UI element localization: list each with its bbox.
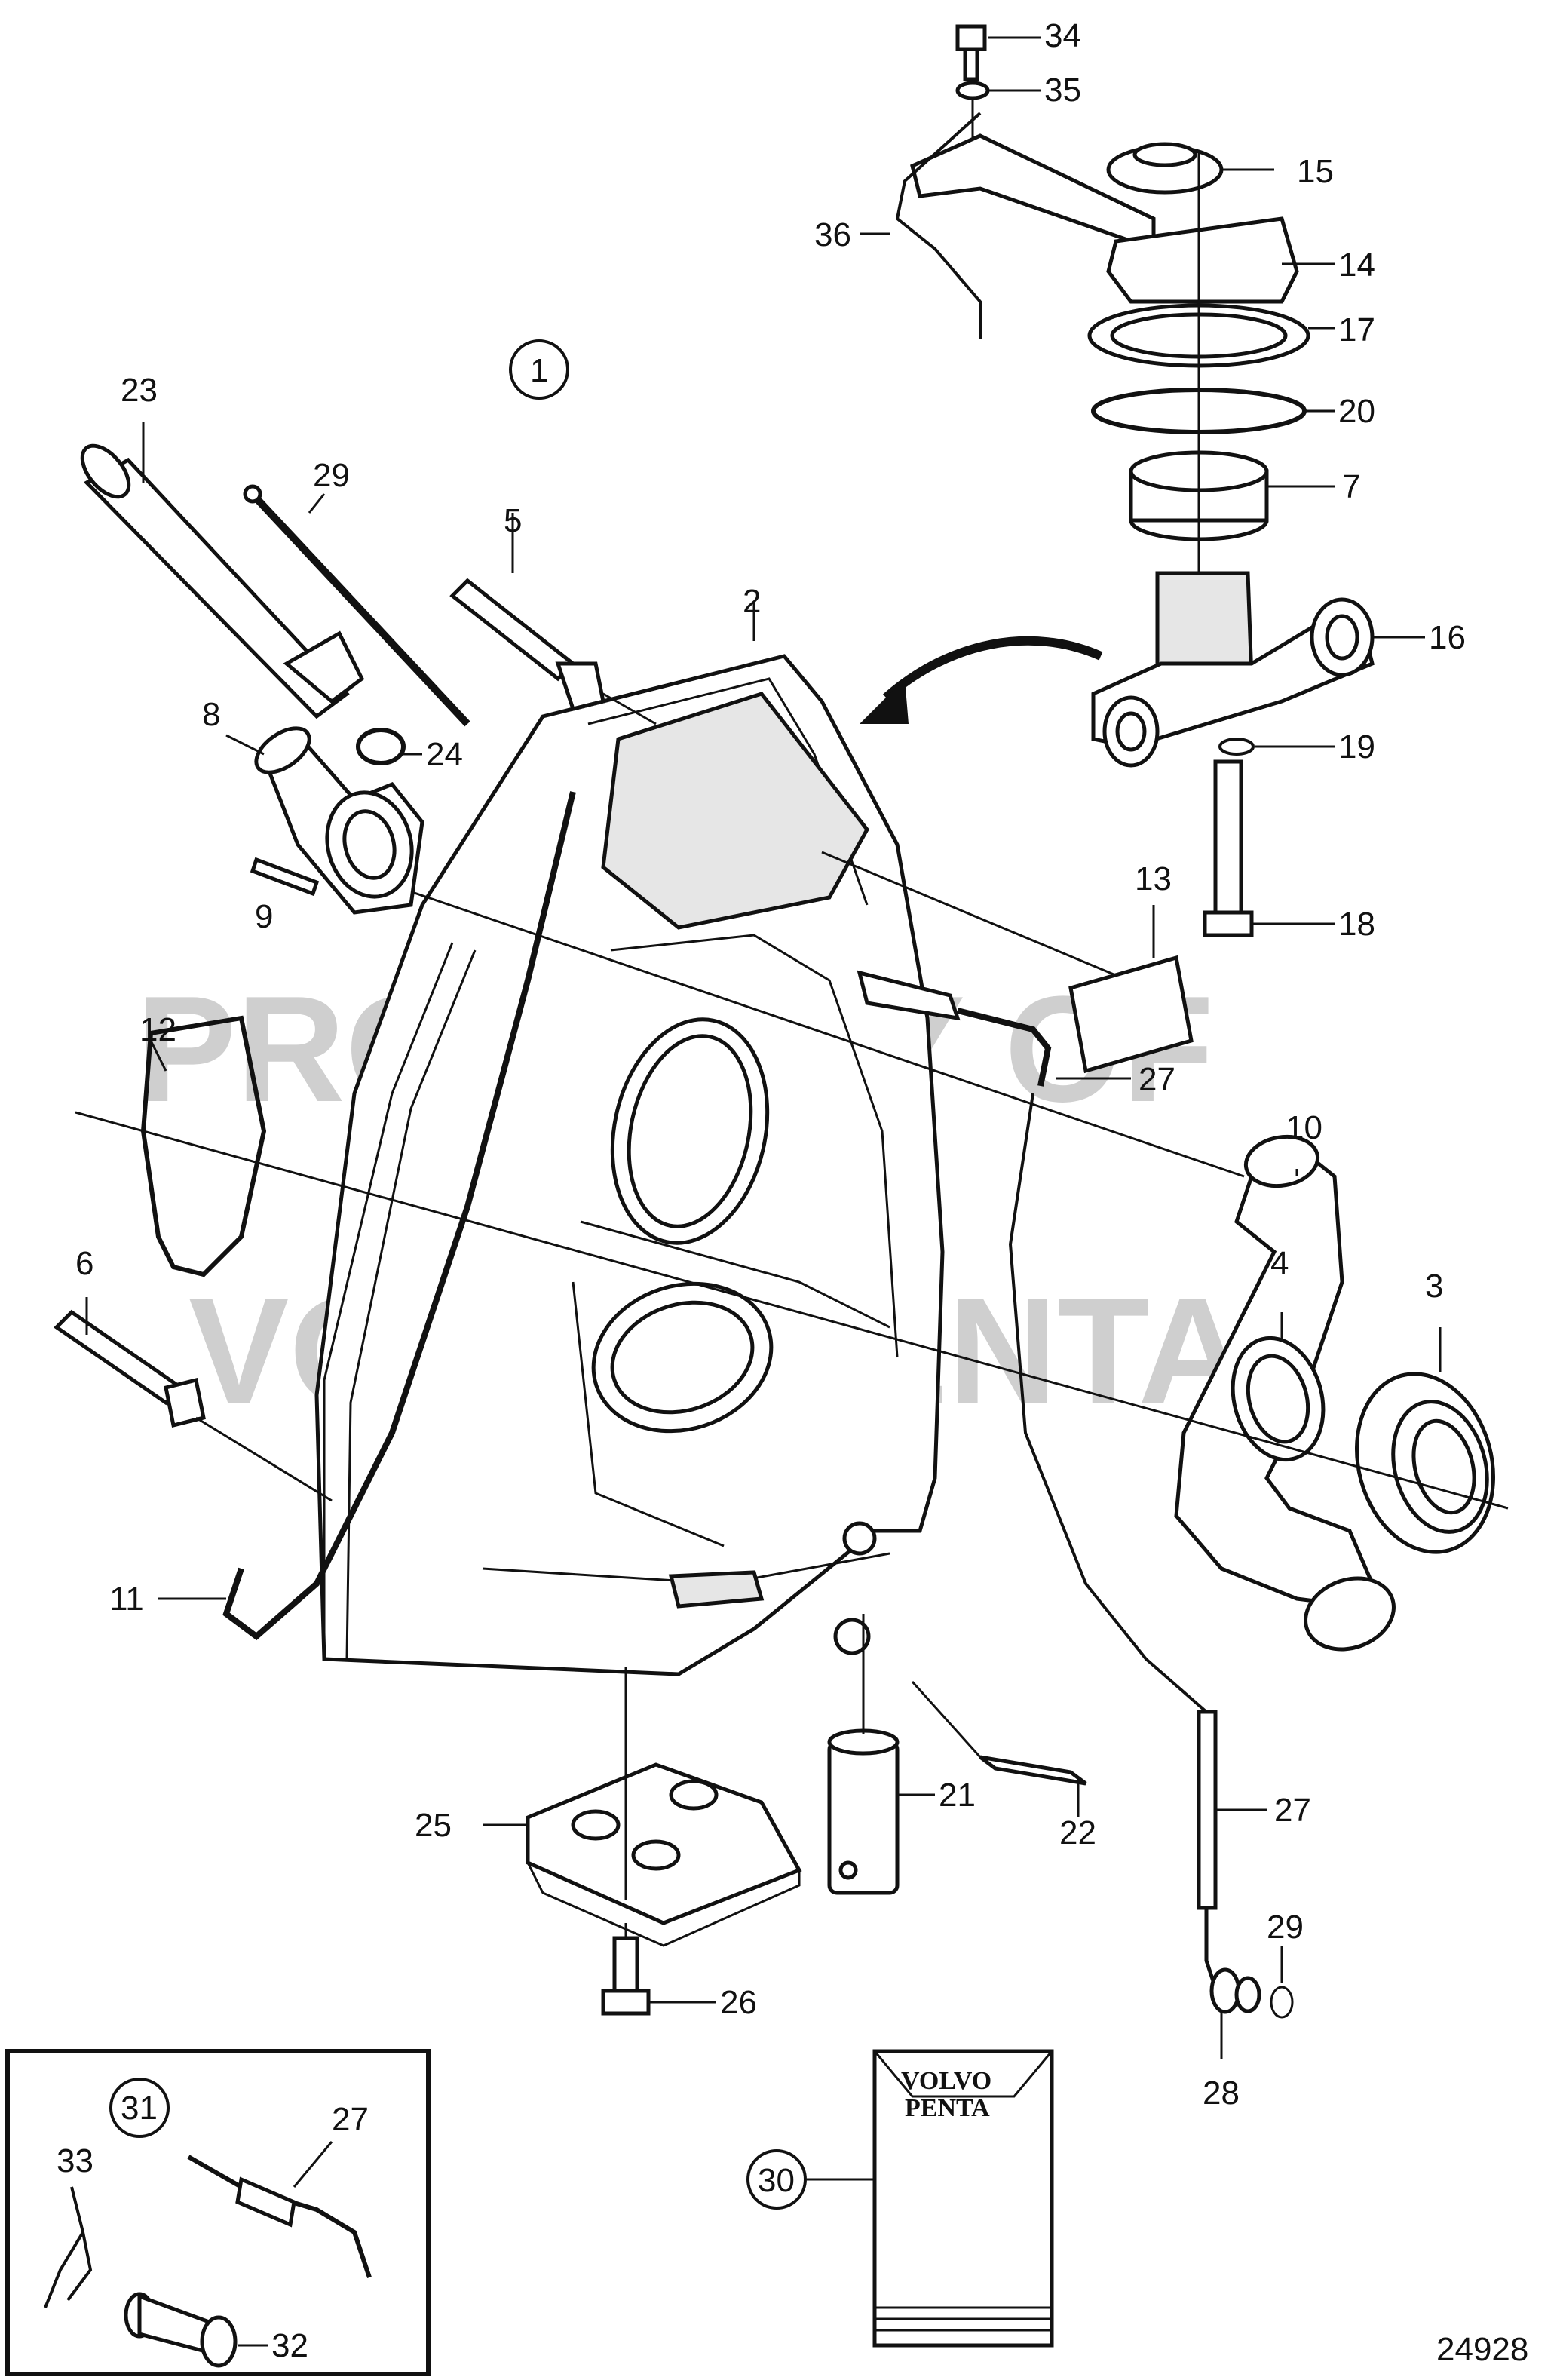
gasket-kit-30: 30 VOLVO PENTA: [746, 2049, 1054, 2348]
screw-34: [955, 24, 987, 51]
label-26: 26: [720, 1984, 757, 2021]
label-15: 15: [1297, 153, 1334, 190]
seal-ring-4: [1231, 1336, 1326, 1462]
wire-27: [1008, 1093, 1208, 1713]
steering-housing-14: [1106, 216, 1299, 304]
label-27-upper: 27: [1139, 1061, 1175, 1098]
label-30: 30: [758, 2162, 795, 2199]
exhaust-bellows-ring-upper: [610, 1017, 770, 1245]
label-2: 2: [743, 583, 761, 620]
inset-box: 31 27 33 32: [5, 2049, 431, 2376]
label-22: 22: [1059, 1814, 1096, 1851]
bolt-18: [1203, 759, 1254, 937]
axis-line-hose: [339, 866, 1245, 1178]
kit-brand-penta: PENTA: [905, 2094, 990, 2122]
label-29-lower: 29: [1267, 1909, 1304, 1946]
tube-27: [1197, 1710, 1218, 1910]
drawing-number: 24928: [1436, 2331, 1528, 2368]
washer-35: [955, 81, 990, 100]
label-33: 33: [57, 2142, 93, 2179]
label-36: 36: [814, 216, 851, 253]
label-1: 1: [530, 352, 548, 389]
label-24: 24: [426, 736, 463, 773]
part-labels: 34 35 15 36 14 17 20 7 16 19 18 1 23 29 …: [75, 17, 1466, 2112]
direction-arrow: [883, 636, 1103, 701]
bearing-3: [1355, 1372, 1495, 1554]
upper-steering-assembly: [860, 24, 1375, 937]
label-21: 21: [939, 1777, 976, 1814]
exhaust-bellows-ring-lower: [591, 1281, 774, 1434]
clip-33: [44, 2186, 93, 2308]
label-23: 23: [121, 372, 158, 409]
water-fitting-8: [254, 726, 424, 915]
label-31: 31: [121, 2090, 158, 2127]
steering-yoke-16: [1091, 571, 1375, 768]
label-10: 10: [1286, 1109, 1322, 1146]
label-17: 17: [1338, 311, 1375, 348]
label-34: 34: [1044, 17, 1081, 54]
label-14: 14: [1338, 247, 1375, 284]
label-27-lower: 27: [1274, 1792, 1311, 1829]
label-32: 32: [271, 2327, 308, 2364]
direction-arrowhead: [860, 679, 909, 724]
hose-end: [1304, 1576, 1396, 1652]
plug-32: [124, 2292, 238, 2368]
gasket-12: [140, 1015, 267, 1277]
label-12: 12: [139, 1011, 176, 1048]
label-11: 11: [109, 1581, 144, 1618]
label-29-upper: 29: [313, 457, 350, 494]
cotter-pin-22: [979, 1755, 1087, 1786]
kit-brand-volvo: VOLVO: [901, 2067, 991, 2095]
label-20: 20: [1338, 393, 1375, 430]
axis-line: [75, 1111, 1509, 1510]
water-hose-11: [222, 791, 576, 1641]
screw-26: [601, 1667, 651, 2016]
label-35: 35: [1044, 72, 1081, 109]
label-5: 5: [504, 502, 522, 539]
label-3: 3: [1425, 1268, 1443, 1305]
callout-circle-1: 1: [509, 339, 569, 400]
pivot-pin-21: [827, 1614, 900, 1895]
callout-lines: [85, 36, 1442, 2059]
label-13: 13: [1135, 860, 1172, 897]
o-ring-24: [356, 728, 406, 765]
label-16: 16: [1429, 619, 1466, 656]
label-9: 9: [255, 898, 273, 935]
mount-pad-25: [526, 1762, 802, 1947]
label-27-inset: 27: [332, 2101, 369, 2138]
washer-19: [1218, 738, 1255, 756]
tube-23: [80, 443, 365, 719]
dipstick-29: [243, 484, 470, 727]
screw-9: [250, 857, 320, 897]
label-7: 7: [1342, 468, 1360, 505]
axis-line-decal: [821, 851, 1147, 989]
label-6: 6: [75, 1245, 93, 1282]
decal-13: [1068, 955, 1194, 1074]
label-4: 4: [1270, 1245, 1289, 1282]
label-18: 18: [1338, 906, 1375, 943]
label-8: 8: [202, 696, 220, 733]
label-28: 28: [1203, 2075, 1240, 2112]
sensor-27-upper: [857, 970, 1052, 1087]
label-19: 19: [1338, 728, 1375, 765]
label-25: 25: [415, 1807, 452, 1844]
stud-5: [449, 578, 657, 725]
sender-28: [1204, 1908, 1294, 2019]
